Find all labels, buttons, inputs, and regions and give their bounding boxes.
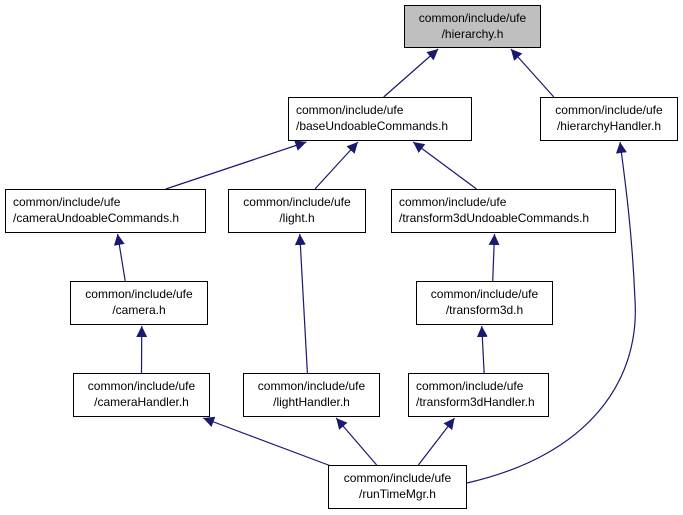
edge-runTimeMgr-to-hierarchyHandler <box>466 141 636 484</box>
node-cameraUndoableCommands[interactable]: common/include/ufe /cameraUndoableComman… <box>5 189 206 233</box>
edge-transform3dUndoableCommands-to-baseUndoableCommands <box>412 141 477 190</box>
edge-camera-to-cameraUndoableCommands <box>113 233 126 282</box>
node-cameraHandler[interactable]: common/include/ufe /cameraHandler.h <box>73 373 210 417</box>
edge-runTimeMgr-to-lightHandler <box>335 417 378 466</box>
edge-runTimeMgr-to-transform3dHandler <box>417 417 456 466</box>
node-line1: common/include/ufe <box>296 103 404 117</box>
node-line1: common/include/ufe <box>87 379 196 393</box>
node-line2: /hierarchyHandler.h <box>556 119 662 133</box>
node-line2: /transform3dUndoableCommands.h <box>399 211 590 225</box>
node-line2: /cameraUndoableCommands.h <box>13 211 180 225</box>
node-line1: common/include/ufe <box>418 11 527 25</box>
node-line2: /hierarchy.h <box>441 27 504 41</box>
node-line1: common/include/ufe <box>555 103 663 117</box>
node-runTimeMgr[interactable]: common/include/ufe /runTimeMgr.h <box>328 465 467 509</box>
edge-baseUndoableCommands-to-hierarchy <box>383 48 439 98</box>
node-line1: common/include/ufe <box>416 379 524 393</box>
node-transform3dUndoableCommands[interactable]: common/include/ufe /transform3dUndoableC… <box>391 189 616 233</box>
node-camera[interactable]: common/include/ufe /camera.h <box>70 281 208 325</box>
node-baseUndoableCommands[interactable]: common/include/ufe /baseUndoableCommands… <box>288 97 472 141</box>
node-light[interactable]: common/include/ufe /light.h <box>228 189 366 233</box>
node-line2: /light.h <box>279 211 315 225</box>
node-line1: common/include/ufe <box>257 379 366 393</box>
edge-hierarchyHandler-to-hierarchy <box>510 48 555 98</box>
node-line2: /lightHandler.h <box>273 395 350 409</box>
node-line2: /transform3d.h <box>445 303 524 317</box>
node-line1: common/include/ufe <box>13 195 121 209</box>
node-line2: /runTimeMgr.h <box>359 487 436 501</box>
node-line1: common/include/ufe <box>85 287 193 301</box>
node-line1: common/include/ufe <box>430 287 539 301</box>
edge-cameraUndoableCommands-to-baseUndoableCommands <box>165 140 307 190</box>
edge-lightHandler-to-light <box>294 233 308 374</box>
node-line1: common/include/ufe <box>243 195 351 209</box>
node-line1: common/include/ufe <box>343 471 452 485</box>
node-transform3d[interactable]: common/include/ufe /transform3d.h <box>416 281 553 325</box>
node-transform3dHandler[interactable]: common/include/ufe /transform3dHandler.h <box>408 373 549 417</box>
node-hierarchy: common/include/ufe /hierarchy.h <box>404 5 541 48</box>
node-line2: /camera.h <box>112 303 166 317</box>
node-line1: common/include/ufe <box>399 195 507 209</box>
node-line2: /baseUndoableCommands.h <box>296 119 449 133</box>
node-hierarchyHandler[interactable]: common/include/ufe /hierarchyHandler.h <box>540 97 678 141</box>
node-lightHandler[interactable]: common/include/ufe /lightHandler.h <box>243 373 380 417</box>
node-line2: /transform3dHandler.h <box>416 395 535 409</box>
edge-transform3dHandler-to-transform3d <box>476 325 488 374</box>
edge-light-to-baseUndoableCommands <box>314 141 359 190</box>
edge-transform3d-to-transform3dUndoableCommands <box>488 233 500 282</box>
edge-runTimeMgr-to-cameraHandler <box>202 416 332 467</box>
node-line2: /cameraHandler.h <box>94 395 189 409</box>
